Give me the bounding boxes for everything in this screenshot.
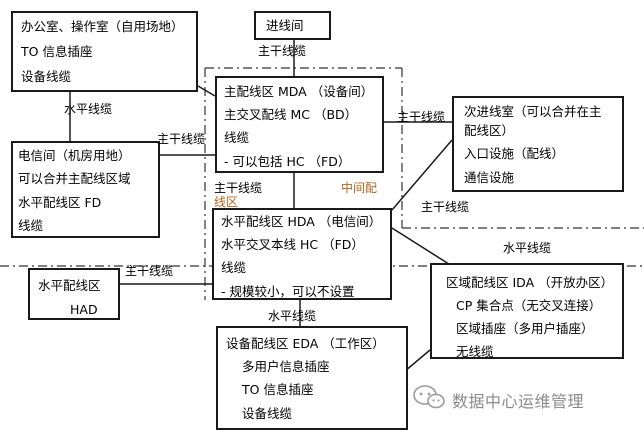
zda-line-4: 无线缆 xyxy=(456,344,494,359)
had-box: 水平配线区 HAD xyxy=(28,268,120,320)
had-line-2: HAD xyxy=(70,302,98,317)
label-backbone-mid: 主干线缆 xyxy=(214,181,263,195)
mda-line-1: 主配线区 MDA （设备间） xyxy=(224,84,374,99)
zda-line-1: 区域配线区 IDA （开放办区） xyxy=(446,275,614,290)
label-backbone-had: 主干线缆 xyxy=(125,264,174,278)
zda-line-2: CP 集合点（无交叉连接） xyxy=(456,298,602,313)
connector-secondary-hda xyxy=(391,139,453,211)
eda-box: 设备配线区 EDA （工作区） 多用户信息插座 TO 信息插座 设备线缆 xyxy=(216,326,408,430)
hda-line-1: 水平配线区 HDA （电信间） xyxy=(221,214,382,229)
eda-line-3: TO 信息插座 xyxy=(242,382,314,397)
connector-office-mda xyxy=(197,85,216,97)
hda-box: 水平配线区 HDA （电信间） 水平交叉本线 HC （FD） 线缆 - 规模较小… xyxy=(212,208,392,300)
secondary-entrance-line-1: 次进线室（可以合并在主 xyxy=(464,104,602,119)
mda-line-4: - 可以包括 HC （FD） xyxy=(224,154,351,169)
telecom-room-line-2: 可以合并主配线区域 xyxy=(18,171,131,186)
eda-line-4: 设备线缆 xyxy=(242,406,293,421)
watermark-text: 数据中心运维管理 xyxy=(452,392,585,411)
entrance-box: 进线间 xyxy=(254,11,331,40)
secondary-entrance-box: 次进线室（可以合并在主 配线区） 入口设施（配线） 通信设施 xyxy=(452,96,624,192)
label-backbone-top: 主干线缆 xyxy=(258,44,307,58)
telecom-room-line-4: 线缆 xyxy=(18,218,44,233)
label-backbone-secondary-lower: 主干线缆 xyxy=(421,200,470,214)
secondary-entrance-line-4: 通信设施 xyxy=(464,170,515,185)
label-intermediate: 中间配 xyxy=(341,181,378,195)
eda-line-1: 设备配线区 EDA （工作区） xyxy=(226,336,385,351)
office-line-2: TO 信息插座 xyxy=(21,44,93,59)
entrance-line-1: 进线间 xyxy=(266,18,304,33)
eda-line-2: 多用户信息插座 xyxy=(242,359,330,374)
mda-line-2: 主交叉配线 MC （BD） xyxy=(224,107,358,122)
connector-hda-zda xyxy=(391,227,453,267)
label-horizontal-eda: 水平线缆 xyxy=(268,309,317,323)
zda-line-3: 区域插座（多用户插座） xyxy=(456,321,594,336)
telecom-room-line-3: 水平配线区 FD xyxy=(18,195,102,210)
label-horizontal-right: 水平线缆 xyxy=(503,241,552,255)
label-backbone-telecom: 主干线缆 xyxy=(157,132,206,146)
telecom-room-box: 电信间（机房用地） 可以合并主配线区域 水平配线区 FD 线缆 xyxy=(11,141,160,238)
hda-line-4: - 规模较小，可以不设置 xyxy=(221,284,355,299)
chat-bubble-icon xyxy=(413,385,445,409)
mda-box: 主配线区 MDA （设备间） 主交叉配线 MC （BD） 线缆 - 可以包括 H… xyxy=(215,76,384,173)
telecom-room-line-1: 电信间（机房用地） xyxy=(18,148,131,163)
had-line-1: 水平配线区 xyxy=(38,278,101,293)
zda-box: 区域配线区 IDA （开放办区） CP 集合点（无交叉连接） 区域插座（多用户插… xyxy=(430,263,624,359)
hda-line-2: 水平交叉本线 HC （FD） xyxy=(221,237,364,252)
label-backbone-secondary: 主干线缆 xyxy=(397,110,446,124)
secondary-entrance-line-3: 入口设施（配线） xyxy=(464,146,565,161)
watermark: 数据中心运维管理 xyxy=(412,382,622,412)
label-line-area: 线区 xyxy=(214,195,239,209)
hda-line-3: 线缆 xyxy=(221,260,247,275)
office-box: 办公室、操作室（自用场地） TO 信息插座 设备线缆 xyxy=(11,11,198,92)
office-line-3: 设备线缆 xyxy=(21,69,72,84)
label-horizontal-left: 水平线缆 xyxy=(64,102,113,116)
office-line-1: 办公室、操作室（自用场地） xyxy=(21,19,184,34)
secondary-entrance-line-2: 配线区） xyxy=(464,123,515,138)
mda-line-3: 线缆 xyxy=(224,130,250,145)
